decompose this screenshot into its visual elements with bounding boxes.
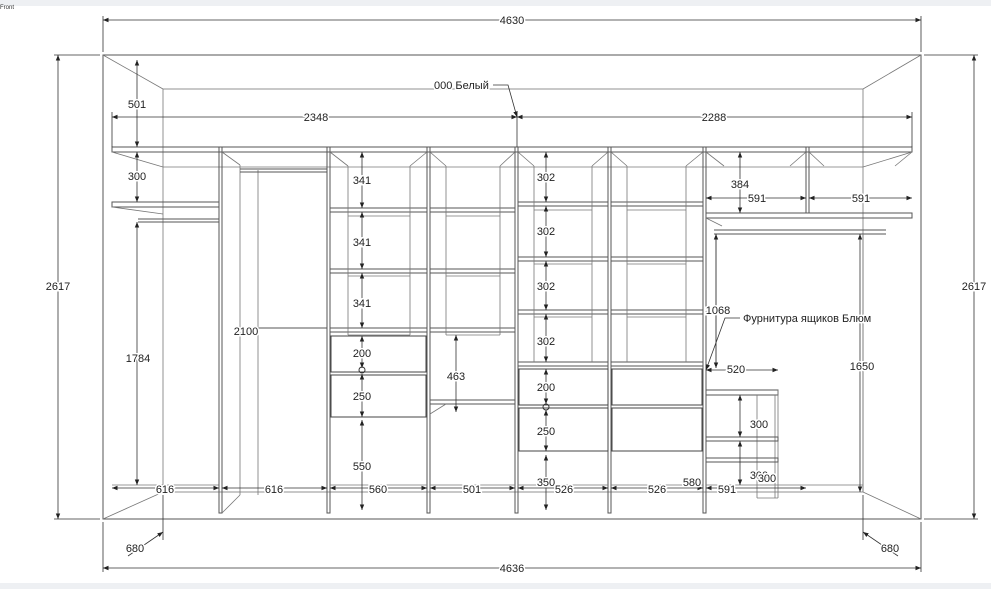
dim-col5-drawer: 200 bbox=[537, 382, 555, 394]
dim-col2-height: 2100 bbox=[234, 326, 258, 338]
soffit-panel bbox=[111, 146, 913, 168]
dim-bottom-width: 560 bbox=[369, 484, 387, 496]
dim-right-unit-width: 520 bbox=[727, 364, 745, 376]
viewport-top-bar bbox=[0, 0, 991, 6]
hardware-annotation[interactable]: Фурнитура ящиков Блюм bbox=[742, 312, 873, 327]
dim-col5-drawer: 250 bbox=[537, 426, 555, 438]
dim-top-left: 2348 bbox=[304, 112, 328, 124]
dim-right-unit-bottom: 300 bbox=[758, 473, 776, 485]
dim-col3-drawer: 250 bbox=[353, 391, 371, 403]
material-annotation[interactable]: 000 Белый bbox=[433, 79, 491, 94]
dim-bottom-width: 526 bbox=[648, 484, 666, 496]
col6-drawer-bottom[interactable] bbox=[611, 407, 703, 452]
col5-drawer-bottom[interactable] bbox=[518, 407, 609, 452]
dim-bottom-width: 580 bbox=[683, 477, 701, 489]
section-left bbox=[111, 201, 220, 486]
dim-col3-shelf: 341 bbox=[353, 298, 371, 310]
col3-shelves bbox=[329, 151, 428, 486]
dim-col5-shelf: 302 bbox=[537, 226, 555, 238]
dim-depth-left: 680 bbox=[126, 543, 144, 555]
dim-col5-shelf: 302 bbox=[537, 281, 555, 293]
dim-depth-right: 680 bbox=[881, 543, 899, 555]
dim-bottom-width: 591 bbox=[718, 484, 736, 496]
annotations: 000 Белый Фурнитура ящиков Блюм bbox=[433, 79, 873, 327]
col4-shelves bbox=[429, 151, 516, 486]
dim-right-unit-shelf: 300 bbox=[750, 419, 768, 431]
dim-bottom-width: 616 bbox=[265, 484, 283, 496]
dim-col3-shelf: 341 bbox=[353, 175, 371, 187]
viewport-bottom-bar bbox=[0, 583, 991, 589]
dim-col3-bottom: 550 bbox=[353, 461, 371, 473]
view-label: Front bbox=[0, 5, 15, 11]
dim-col5-bottom: 350 bbox=[537, 477, 555, 489]
dim-right-unit-shelf: 300 bbox=[750, 470, 768, 482]
dim-overall-width-bottom: 4636 bbox=[500, 563, 524, 575]
dim-left-rod-height: 1784 bbox=[126, 353, 150, 365]
col3-drawer-bottom[interactable] bbox=[330, 374, 427, 418]
dim-bottom-width: 616 bbox=[156, 484, 174, 496]
dim-col3-drawer: 200 bbox=[353, 348, 371, 360]
dim-left-shelf-gap: 300 bbox=[128, 171, 146, 183]
col2-rods bbox=[240, 168, 327, 329]
dim-right-rod: 1650 bbox=[850, 361, 874, 373]
dim-right-top-height: 384 bbox=[731, 179, 749, 191]
dimension-lines bbox=[54, 16, 978, 572]
col3-drawer-top[interactable] bbox=[330, 335, 427, 373]
dim-overall-width-top: 4630 bbox=[500, 15, 524, 27]
dim-col4-gap: 463 bbox=[447, 371, 465, 383]
col5-shelves bbox=[517, 151, 609, 486]
col5-drawer-top[interactable] bbox=[518, 368, 609, 406]
dim-top-right: 2288 bbox=[702, 112, 726, 124]
room-frame bbox=[102, 54, 922, 520]
dim-soffit: 501 bbox=[128, 99, 146, 111]
col6-shelves bbox=[610, 151, 704, 486]
col6-drawer-top[interactable] bbox=[611, 368, 703, 406]
dim-col3-shelf: 341 bbox=[353, 237, 371, 249]
dim-col5-shelf: 302 bbox=[537, 336, 555, 348]
dim-right-hanger: 1068 bbox=[706, 305, 730, 317]
dim-overall-height-right: 2617 bbox=[962, 281, 986, 293]
dim-bottom-width: 501 bbox=[463, 484, 481, 496]
dim-right-top-width: 591 bbox=[852, 193, 870, 205]
dimension-labels: 4630 4636 2617 2617 680 680 501 2348 228… bbox=[44, 14, 987, 577]
dim-overall-height-left: 2617 bbox=[46, 281, 70, 293]
dim-col5-shelf: 302 bbox=[537, 172, 555, 184]
dim-bottom-width: 526 bbox=[555, 484, 573, 496]
dim-right-top-width: 591 bbox=[748, 193, 766, 205]
